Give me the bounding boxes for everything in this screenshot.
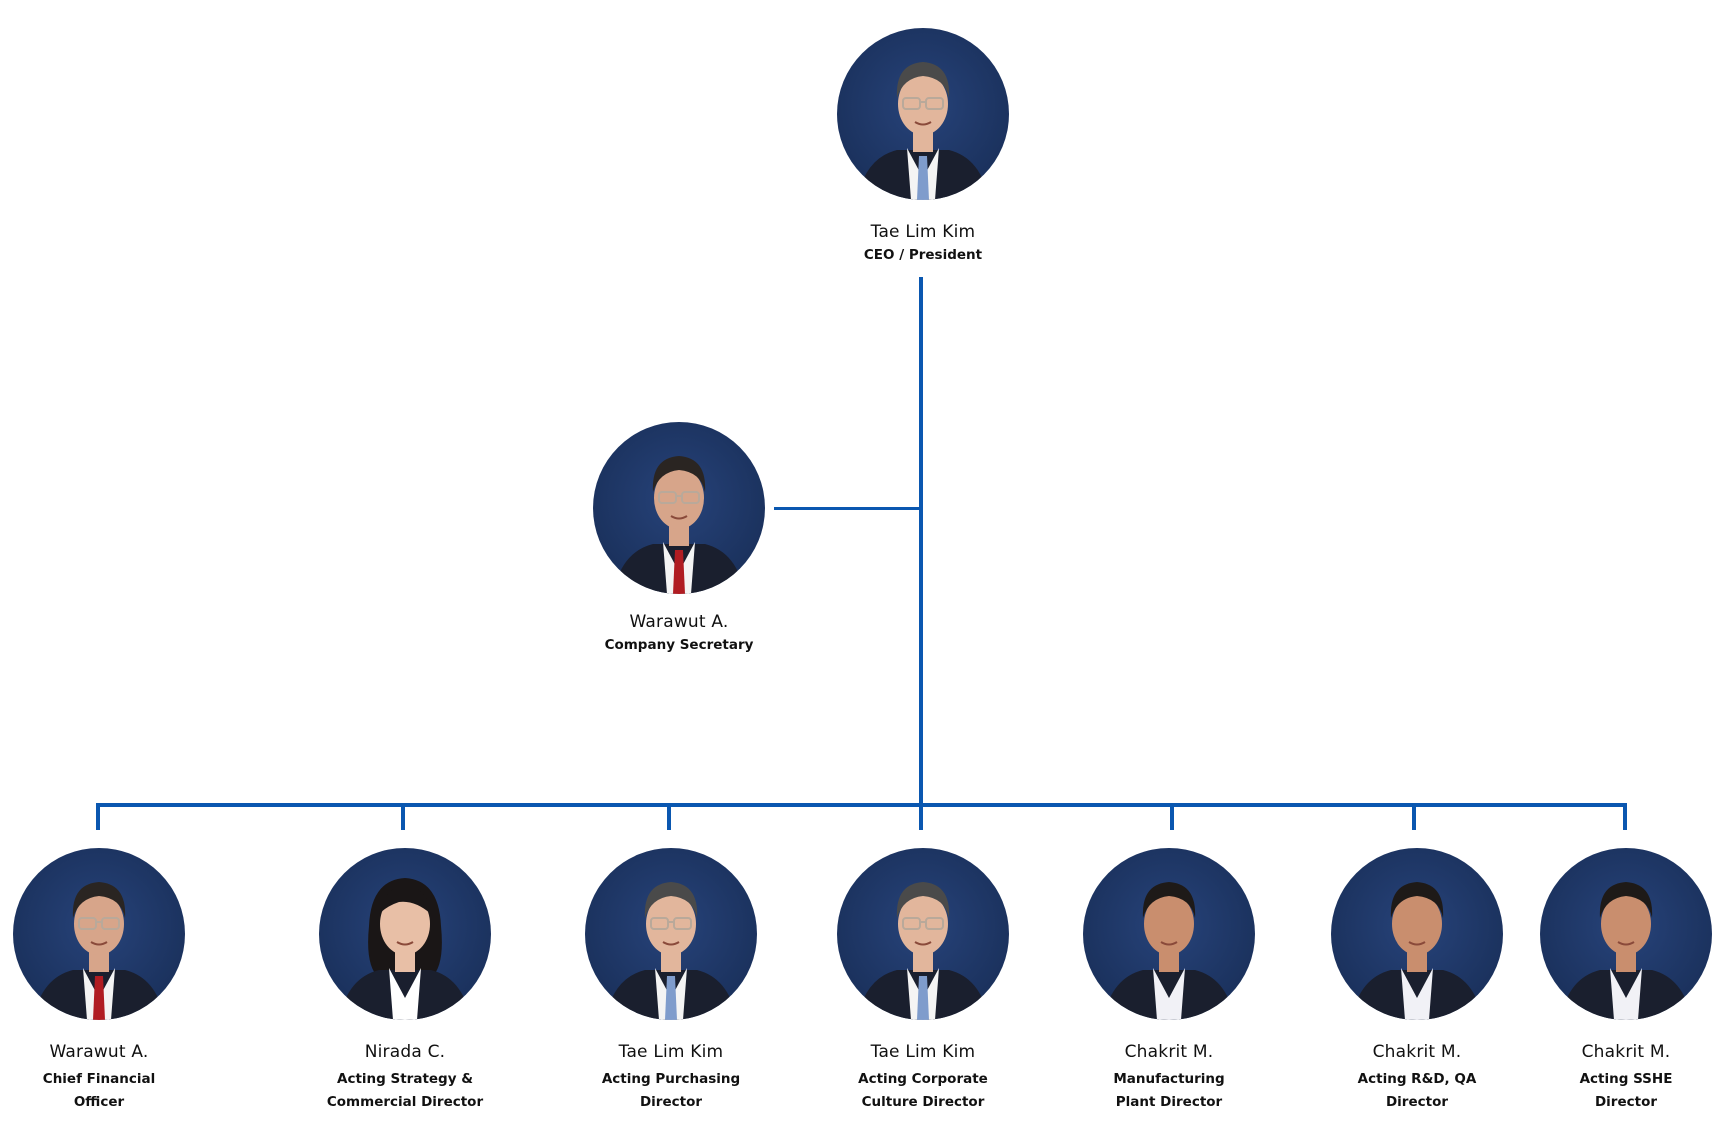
avatar xyxy=(319,848,491,1020)
person-name: Tae Lim Kim xyxy=(870,1042,976,1062)
person-title: Company Secretary xyxy=(604,637,754,653)
portrait-icon xyxy=(857,62,989,200)
person-name: Tae Lim Kim xyxy=(618,1042,724,1062)
person-title: CEO / President xyxy=(863,247,983,263)
title-line: Plant Director xyxy=(1115,1094,1223,1110)
org-node-company-secretary[interactable]: Warawut A. Company Secretary xyxy=(559,422,799,657)
avatar xyxy=(837,28,1009,200)
person-title: Acting R&D, QA Director xyxy=(1297,1068,1537,1114)
drop-connector xyxy=(1623,803,1627,830)
person-name: Warawut A. xyxy=(49,1042,149,1062)
portrait-icon xyxy=(33,882,165,1020)
title-line: Chief Financial xyxy=(42,1071,156,1087)
secretary-connector xyxy=(774,507,921,510)
ceo-vertical-connector xyxy=(919,277,923,807)
title-line: Director xyxy=(1385,1094,1449,1110)
avatar xyxy=(585,848,757,1020)
drop-connector xyxy=(667,803,671,830)
person-name: Chakrit M. xyxy=(1372,1042,1462,1062)
portrait-icon xyxy=(613,456,745,594)
person-title: Acting Strategy & Commercial Director xyxy=(285,1068,525,1114)
org-node-director[interactable]: Nirada C. Acting Strategy & Commercial Di… xyxy=(285,848,525,1114)
avatar xyxy=(1083,848,1255,1020)
title-line: Acting R&D, QA xyxy=(1357,1071,1477,1087)
portrait-icon xyxy=(1351,882,1483,1020)
title-line: Acting Strategy & xyxy=(337,1071,473,1087)
avatar xyxy=(1540,848,1712,1020)
portrait-icon xyxy=(1103,882,1235,1020)
title-line: Acting Purchasing xyxy=(601,1071,741,1087)
avatar xyxy=(593,422,765,594)
person-name: Warawut A. xyxy=(629,612,729,632)
portrait-icon xyxy=(1560,882,1692,1020)
org-node-director[interactable]: Chakrit M. Acting SSHE Director xyxy=(1506,848,1720,1114)
portrait-icon xyxy=(339,878,471,1020)
title-line: Officer xyxy=(73,1094,125,1110)
title-line: Director xyxy=(639,1094,703,1110)
portrait-icon xyxy=(857,882,989,1020)
title-line: Acting Corporate xyxy=(858,1071,988,1087)
drop-connector xyxy=(1412,803,1416,830)
person-name: Nirada C. xyxy=(364,1042,446,1062)
title-line: Manufacturing xyxy=(1113,1071,1225,1087)
person-name: Chakrit M. xyxy=(1124,1042,1214,1062)
avatar xyxy=(1331,848,1503,1020)
directors-bus-connector xyxy=(96,803,1627,807)
drop-connector xyxy=(401,803,405,830)
avatar xyxy=(837,848,1009,1020)
title-line: Culture Director xyxy=(861,1094,985,1110)
person-name: Tae Lim Kim xyxy=(870,222,976,242)
person-name: Chakrit M. xyxy=(1581,1042,1671,1062)
drop-connector xyxy=(919,803,923,830)
org-node-director[interactable]: Chakrit M. Acting R&D, QA Director xyxy=(1297,848,1537,1114)
portrait-icon xyxy=(605,882,737,1020)
drop-connector xyxy=(1170,803,1174,830)
title-line: Commercial Director xyxy=(326,1094,484,1110)
drop-connector xyxy=(96,803,100,830)
person-title: Acting SSHE Director xyxy=(1506,1068,1720,1114)
avatar xyxy=(13,848,185,1020)
title-line: Director xyxy=(1594,1094,1658,1110)
org-node-ceo[interactable]: Tae Lim Kim CEO / President xyxy=(803,28,1043,267)
title-line: Acting SSHE xyxy=(1579,1071,1673,1087)
